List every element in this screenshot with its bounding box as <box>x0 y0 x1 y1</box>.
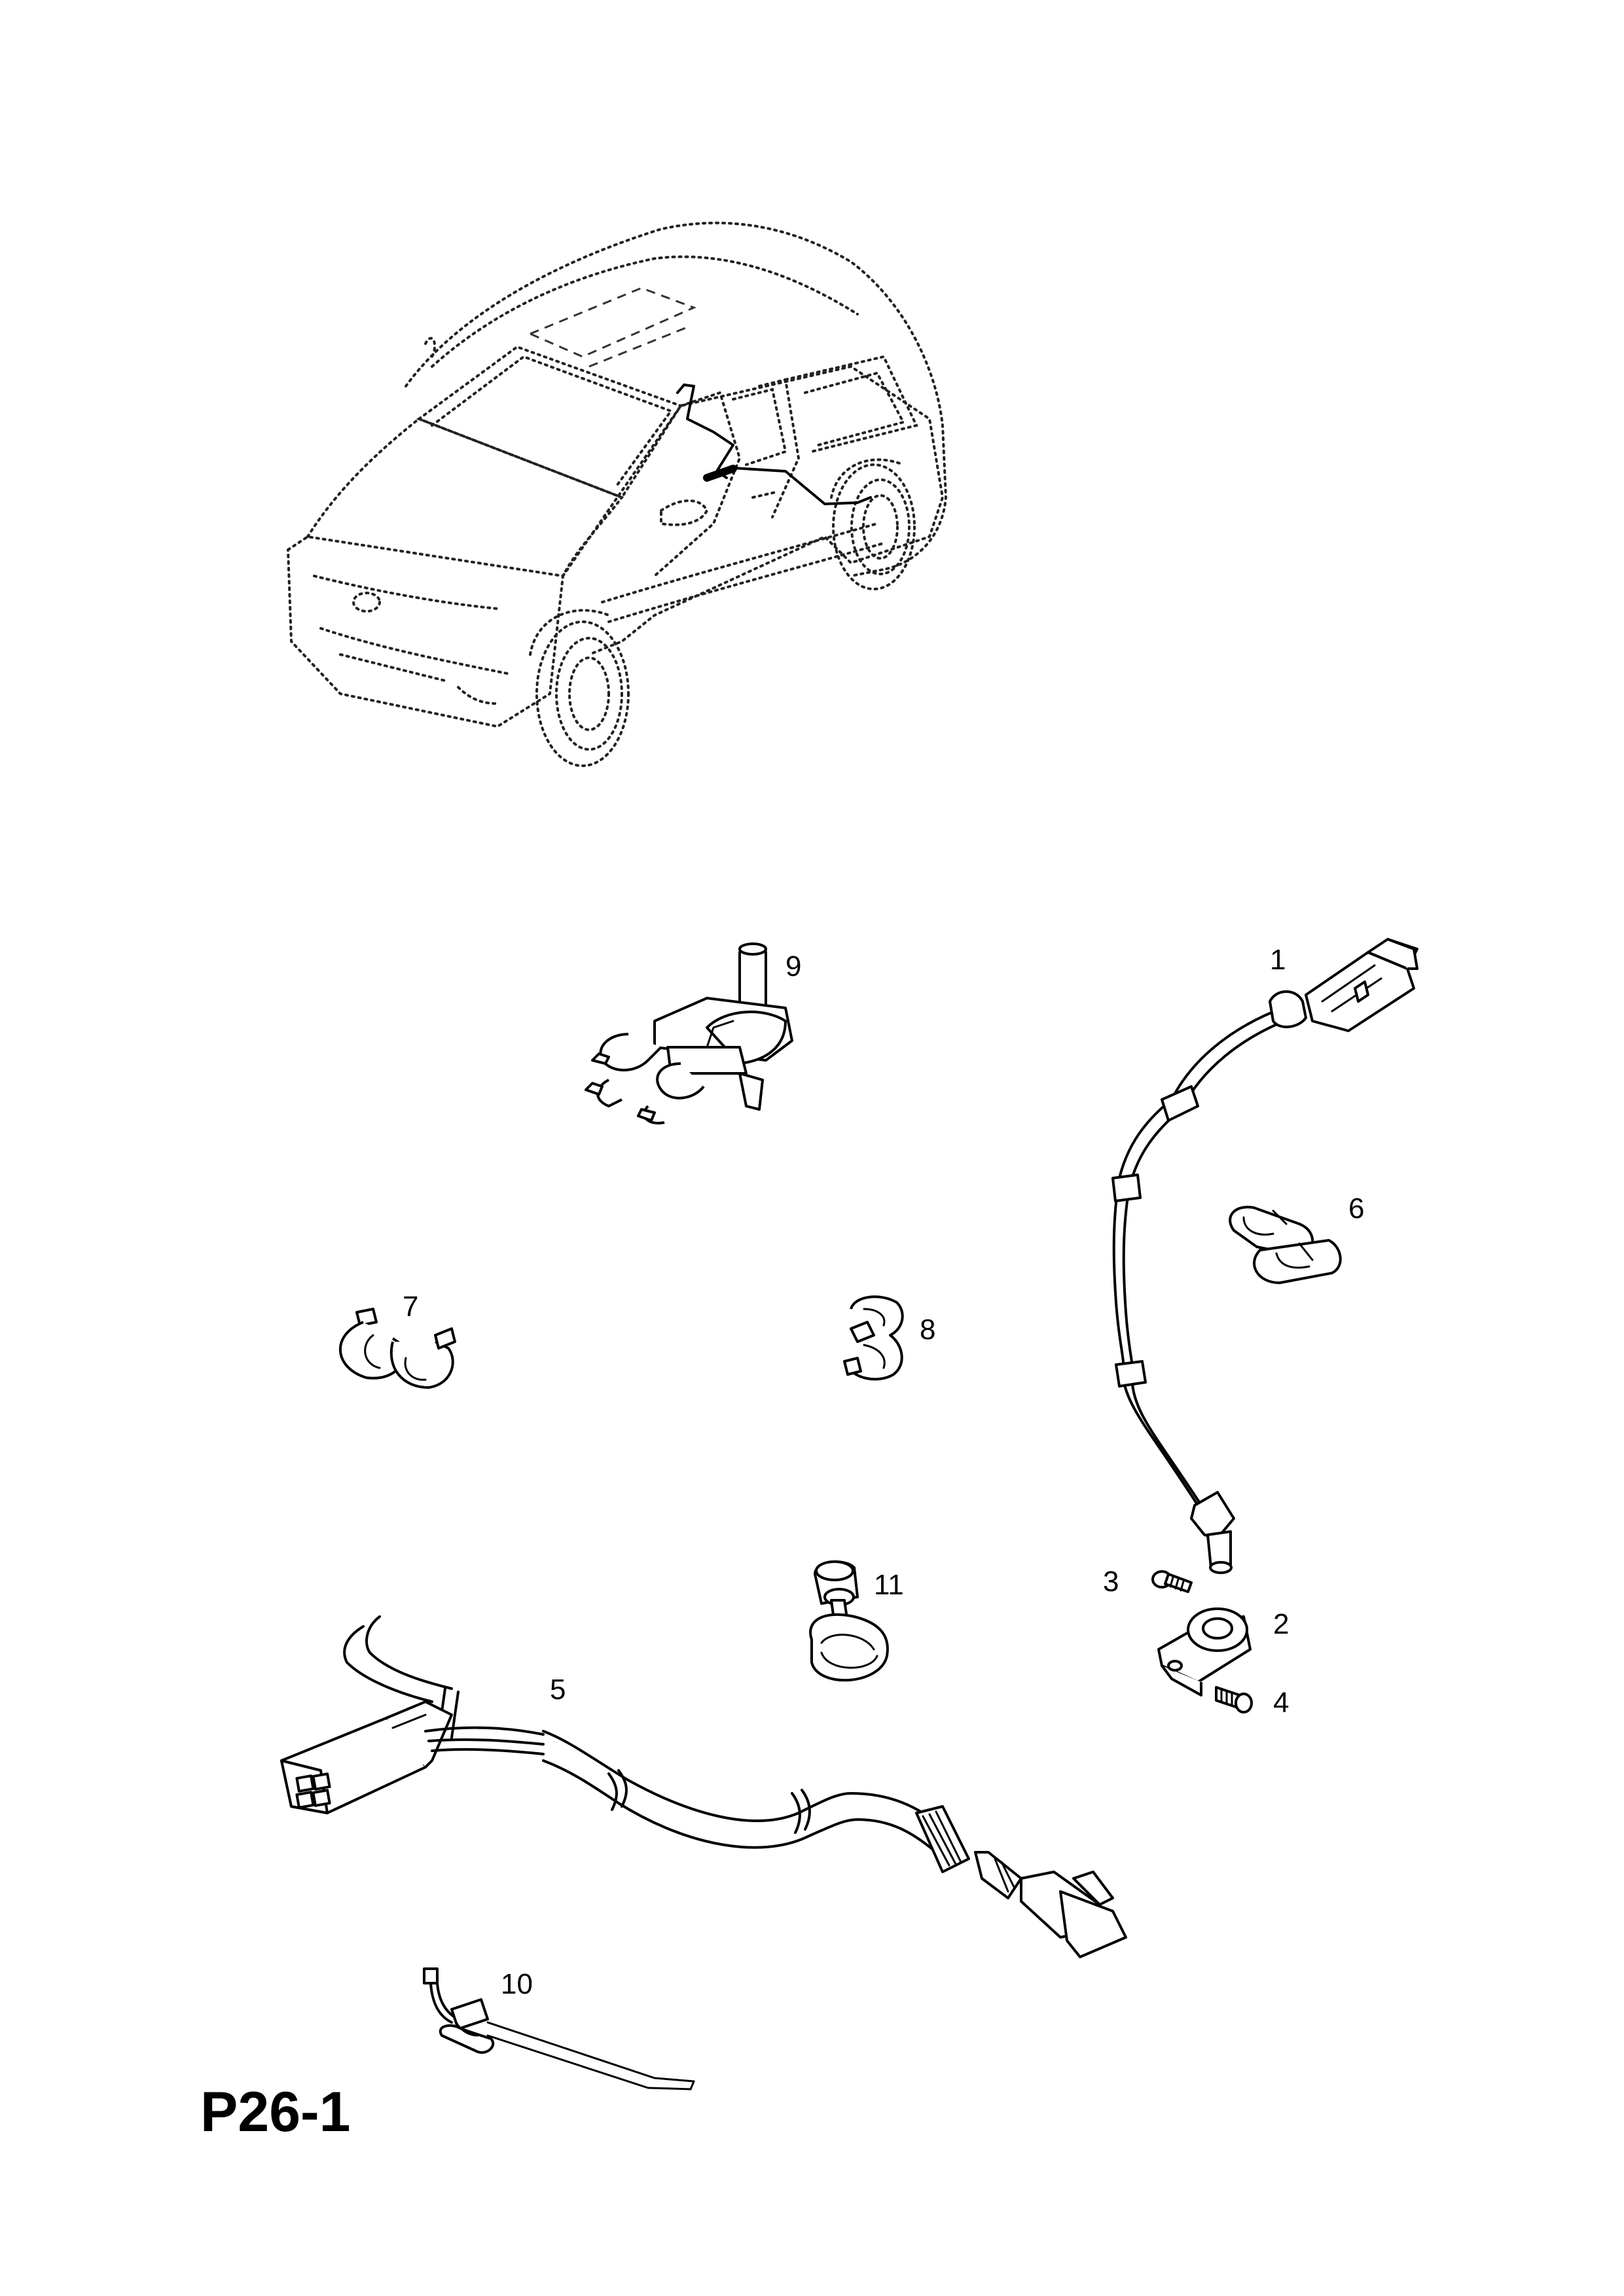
callout-7: 7 <box>403 1291 419 1323</box>
part-7-clip <box>338 1308 456 1389</box>
callout-4: 4 <box>1273 1687 1290 1719</box>
part-10-tie-strap <box>423 1967 695 2090</box>
callout-1: 1 <box>1270 944 1286 976</box>
part-11-clip <box>809 1560 889 1682</box>
callout-5: 5 <box>550 1674 566 1706</box>
vehicle-illustration <box>286 221 948 767</box>
callout-9: 9 <box>785 950 802 982</box>
part-4-bolt <box>1215 1686 1253 1713</box>
part-2-sensor-bracket <box>1157 1607 1252 1696</box>
part-1-wheel-speed-sensor-cable <box>1111 938 1418 1574</box>
callout-11: 11 <box>874 1569 904 1601</box>
callout-10: 10 <box>501 1968 533 2000</box>
callout-8: 8 <box>920 1314 936 1346</box>
part-6-double-clip <box>1229 1206 1342 1284</box>
callout-6: 6 <box>1348 1193 1365 1225</box>
callout-2: 2 <box>1273 1608 1290 1640</box>
part-8-clip <box>843 1295 904 1381</box>
part-9-double-clip <box>585 942 793 1124</box>
page-code: P26-1 <box>200 2081 351 2144</box>
part-5-wiring-harness <box>280 1615 1127 1958</box>
callout-3: 3 <box>1103 1566 1119 1598</box>
part-3-screw <box>1151 1570 1193 1593</box>
